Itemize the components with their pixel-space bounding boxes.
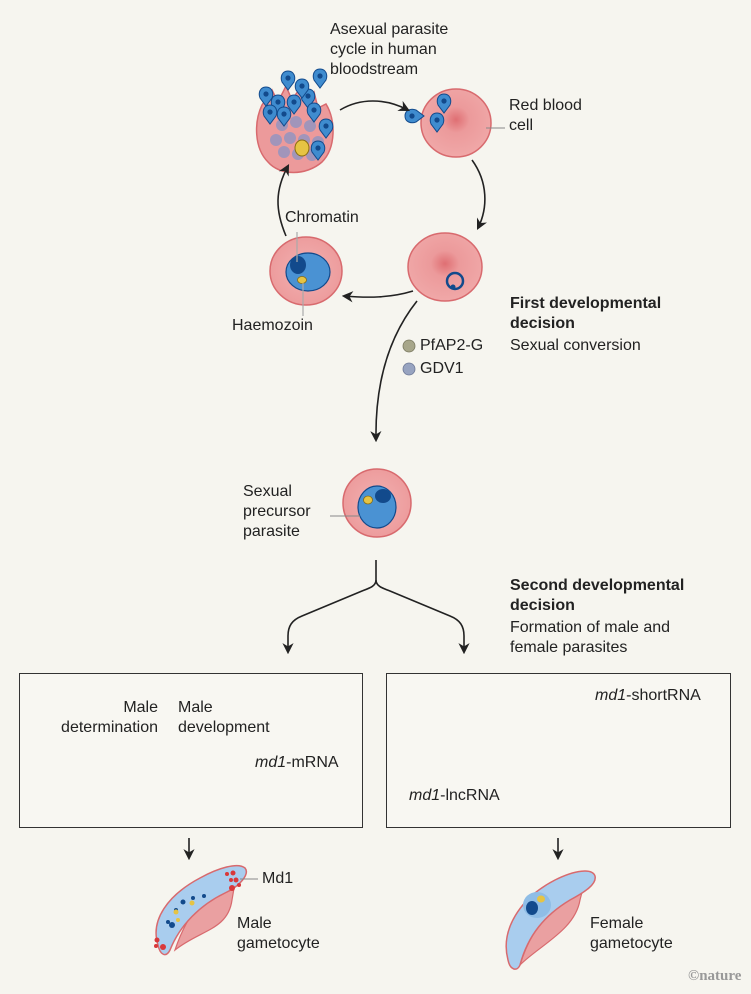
- haemozoin-label: Haemozoin: [232, 317, 313, 334]
- md1-mrna-label: md1-mRNA: [255, 754, 339, 771]
- first-decision-subtitle: Sexual conversion: [510, 337, 641, 354]
- female-determination-box: [386, 673, 731, 828]
- sexual-precursor-cell: [330, 468, 412, 538]
- legend-pfap2g: PfAP2-G: [420, 337, 484, 354]
- md1-protein-label: Md1: [262, 870, 294, 887]
- branch-arrow-male: [282, 560, 377, 655]
- nature-credit: ©nature: [688, 968, 742, 984]
- legend-gdv1: GDV1: [420, 360, 464, 377]
- bursting-schizont-cell: [255, 68, 334, 174]
- pfap2g-dot-icon: [402, 339, 416, 353]
- branch-arrow-female: [375, 579, 470, 655]
- sexual-conversion-arrow: [370, 300, 418, 443]
- cycle-arrow-4: [277, 164, 290, 237]
- cycle-arrow-1: [339, 100, 410, 112]
- red-blood-cell-invasion: [404, 88, 505, 158]
- male-determination-box: [19, 673, 363, 828]
- female-gametocyte-cell: [505, 870, 596, 970]
- male-gametocyte-cell: [154, 864, 258, 956]
- trophozoite-cell: [269, 232, 343, 316]
- cycle-arrow-3: [341, 290, 414, 303]
- ring-stage-cell: [407, 232, 483, 302]
- md1-shortrna-label: md1-shortRNA: [595, 687, 701, 704]
- md1-lncrna-label: md1-lncRNA: [409, 787, 500, 804]
- cycle-arrow-2: [471, 159, 488, 231]
- gdv1-dot-icon: [402, 362, 416, 376]
- chromatin-label: Chromatin: [285, 209, 359, 226]
